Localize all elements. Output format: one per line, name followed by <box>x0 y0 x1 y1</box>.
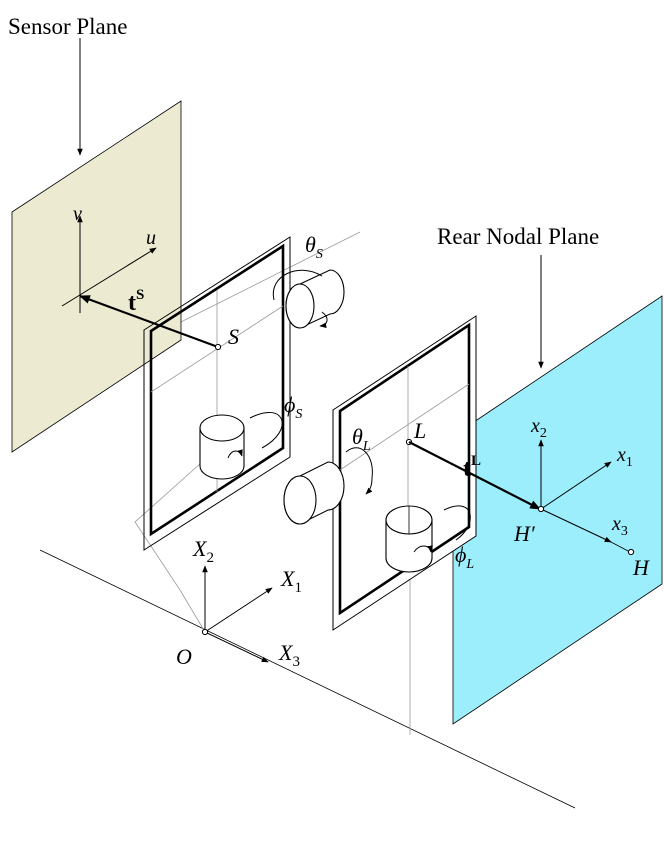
theta-l-sub: L <box>362 439 371 454</box>
t-l-label: tL <box>463 453 481 482</box>
x1-axis <box>540 461 612 510</box>
optical-axis-extension <box>610 541 631 553</box>
phi-l-sub: L <box>465 557 474 572</box>
X2-label: X2 <box>192 536 214 566</box>
ground-line <box>39 549 576 809</box>
x1-base: x <box>616 444 626 466</box>
phi-s-label: ϕS <box>284 392 302 422</box>
sensor-plane <box>11 100 182 453</box>
x1-sub: 1 <box>626 455 633 470</box>
t-s-sup: S <box>136 287 144 303</box>
origin-label: O <box>176 644 192 669</box>
phi-s-rotation-cylinder <box>199 412 283 480</box>
h-prime-marker <box>537 505 545 513</box>
rear-nodal-plane <box>452 295 663 725</box>
x1-label: x1 <box>616 444 633 470</box>
u-axis <box>61 247 157 307</box>
u-axis-label: u <box>146 227 156 249</box>
theta-s-label: θS <box>305 232 323 262</box>
phi-l-base: ϕ <box>455 542 466 567</box>
s-point-label: S <box>228 324 239 349</box>
phi-s-sub: S <box>295 407 302 422</box>
sensor-plane-label: Sensor Plane <box>8 14 127 39</box>
lens-frame-inner <box>338 322 471 616</box>
h-prime-label: H′ <box>513 521 536 546</box>
theta-l-rotation-cylinder <box>283 447 373 525</box>
x3-sub: 3 <box>621 524 628 539</box>
X3-axis <box>204 631 269 663</box>
nodal-plane-label: Rear Nodal Plane <box>437 224 599 249</box>
X1-axis <box>204 587 273 633</box>
lens-frame-crosshair-h <box>339 383 470 471</box>
sensor-frame-inner <box>149 243 285 537</box>
theta-s-rotation-cylinder <box>272 269 345 329</box>
sensor-axis-guide <box>164 231 361 331</box>
h-point-marker <box>627 548 635 556</box>
v-axis-label: v <box>73 203 82 225</box>
X2-base: X <box>192 536 208 561</box>
x3-base: x <box>611 513 621 535</box>
phi-l-label: ϕL <box>455 542 474 572</box>
theta-s-base: θ <box>305 232 316 257</box>
X3-sub: 3 <box>292 654 300 670</box>
t-s-label: tS <box>128 287 144 316</box>
h-point-label: H <box>632 555 650 580</box>
x2-label: x2 <box>530 415 547 441</box>
origin-marker <box>201 628 209 636</box>
x3-label: x3 <box>611 513 628 539</box>
t-l-base: t <box>463 456 471 482</box>
s-point-marker <box>214 343 222 351</box>
t-l-sup: L <box>471 453 481 469</box>
x2-sub: 2 <box>540 426 547 441</box>
l-point-label: L <box>413 418 426 443</box>
X1-sub: 1 <box>294 580 302 596</box>
X1-label: X1 <box>280 566 302 596</box>
theta-s-sub: S <box>316 247 323 262</box>
X2-sub: 2 <box>206 550 214 566</box>
mount-guide-line <box>134 445 221 633</box>
theta-l-label: θL <box>352 424 371 454</box>
theta-l-base: θ <box>352 424 363 449</box>
t-s-vector <box>78 294 219 349</box>
sensor-frame-outer <box>143 236 291 551</box>
t-s-base: t <box>128 290 136 316</box>
X3-label: X3 <box>278 640 300 670</box>
X3-base: X <box>278 640 294 665</box>
X1-base: X <box>280 566 296 591</box>
x2-base: x <box>530 415 540 437</box>
phi-s-base: ϕ <box>284 392 295 417</box>
phi-l-rotation-cylinder <box>385 505 471 573</box>
t-l-vector <box>408 441 541 510</box>
lens-frame-outer <box>332 315 477 631</box>
x3-axis <box>540 508 612 543</box>
